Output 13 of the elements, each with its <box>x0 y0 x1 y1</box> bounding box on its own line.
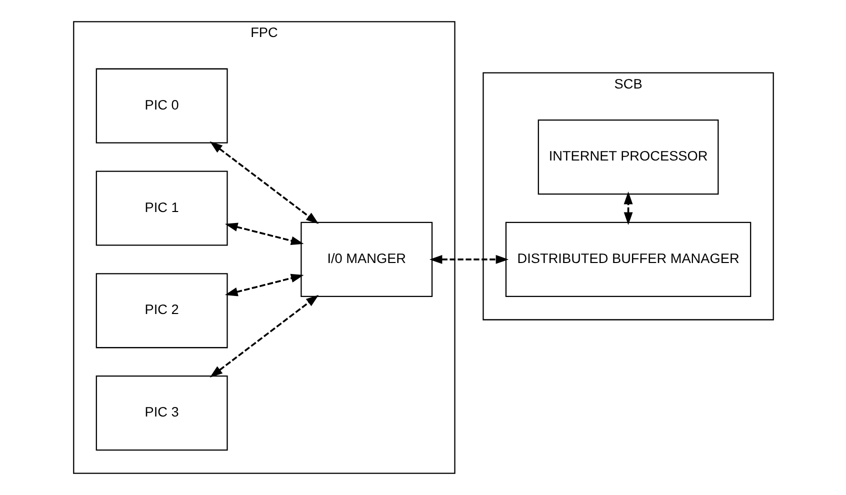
node-box: I/0 MANGER <box>300 222 432 297</box>
node-box: PIC 2 <box>95 273 228 348</box>
node-box: DISTRIBUTED BUFFER MANAGER <box>504 222 751 297</box>
node-box: INTERNET PROCESSOR <box>537 120 718 195</box>
arrow <box>224 274 304 296</box>
node-box: PIC 1 <box>95 170 228 246</box>
node-box: PIC 0 <box>95 68 228 144</box>
arrow <box>209 141 318 224</box>
arrow <box>623 191 632 225</box>
arrow <box>209 294 318 378</box>
arrow <box>428 254 508 264</box>
arrow <box>224 222 304 246</box>
node-box: PIC 3 <box>95 376 228 451</box>
